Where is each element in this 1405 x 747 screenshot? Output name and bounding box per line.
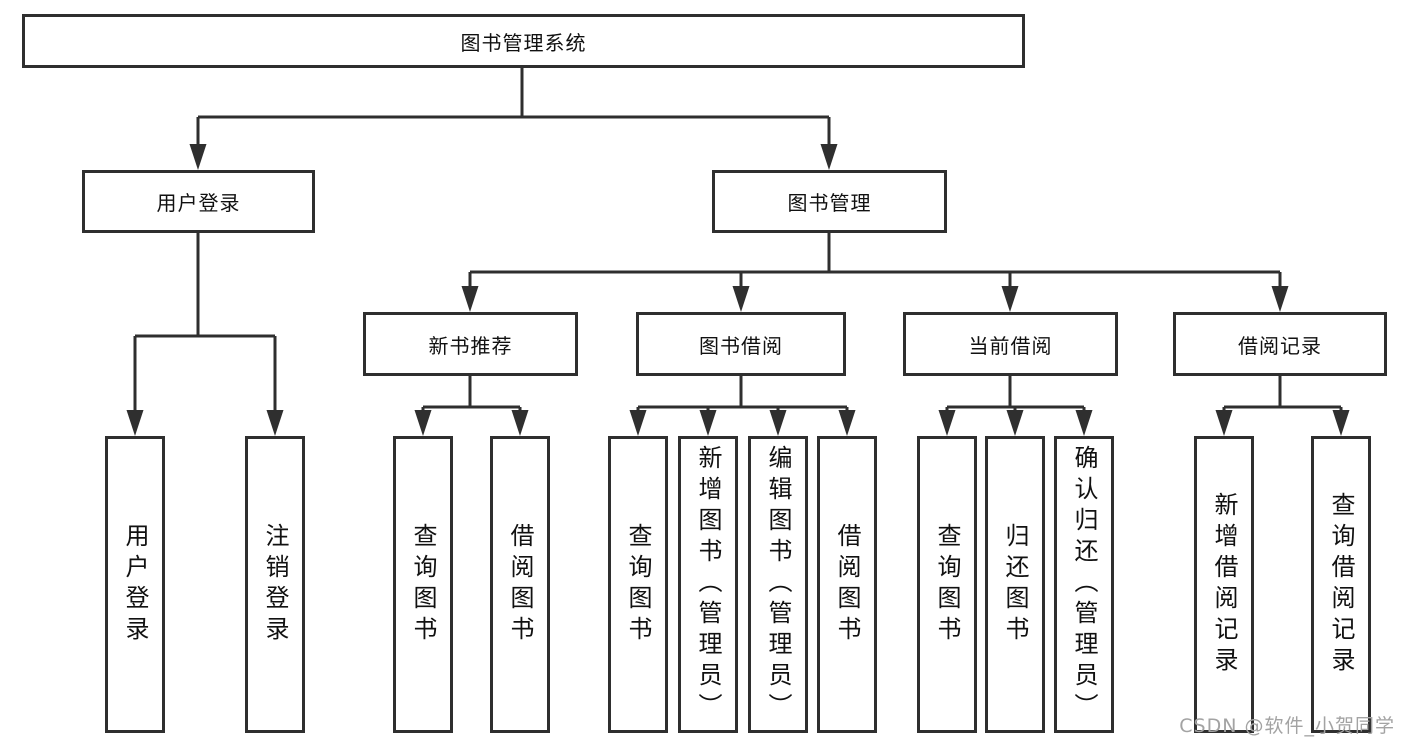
leaf-logout: 注销登录 <box>245 436 305 733</box>
leaf-return-book: 归还图书 <box>985 436 1045 733</box>
node-book-borrow-label: 图书借阅 <box>699 333 783 358</box>
leaf-query-borrow-record-label: 查询借阅记录 <box>1327 491 1355 678</box>
leaf-borrow-books-recommend-label: 借阅图书 <box>506 522 534 647</box>
node-book-borrow: 图书借阅 <box>636 312 846 376</box>
leaf-query-books-recommend-label: 查询图书 <box>409 522 437 647</box>
connector-borrow-records-to-leaves <box>1215 376 1350 436</box>
node-root-label: 图书管理系统 <box>460 30 587 55</box>
leaf-borrow-books-borrow-label: 借阅图书 <box>833 522 861 647</box>
csdn-watermark: CSDN @软件_小贺同学 <box>1179 715 1395 737</box>
leaf-query-books-current: 查询图书 <box>917 436 977 733</box>
leaf-confirm-return-admin: 确认归还（管理员） <box>1054 436 1114 733</box>
leaf-edit-book-admin: 编辑图书（管理员） <box>748 436 808 733</box>
leaf-confirm-return-admin-label: 确认归还（管理员） <box>1070 445 1098 724</box>
leaf-user-login: 用户登录 <box>105 436 165 733</box>
leaf-query-books-current-label: 查询图书 <box>933 522 961 647</box>
leaf-add-book-admin-label: 新增图书（管理员） <box>694 445 722 724</box>
leaf-add-book-admin: 新增图书（管理员） <box>678 436 738 733</box>
leaf-add-borrow-record-label: 新增借阅记录 <box>1210 491 1238 678</box>
connector-root-to-level2 <box>189 67 838 170</box>
connector-book-mgmt-to-level3 <box>461 233 1289 312</box>
connector-book-borrow-to-leaves <box>629 376 856 436</box>
leaf-borrow-books-recommend: 借阅图书 <box>490 436 550 733</box>
node-current-borrow: 当前借阅 <box>903 312 1118 376</box>
leaf-query-books-recommend: 查询图书 <box>393 436 453 733</box>
leaf-add-borrow-record: 新增借阅记录 <box>1194 436 1254 733</box>
node-new-book-rec: 新书推荐 <box>363 312 578 376</box>
leaf-user-login-label: 用户登录 <box>121 522 149 647</box>
node-book-mgmt: 图书管理 <box>712 170 947 233</box>
leaf-return-book-label: 归还图书 <box>1001 522 1029 647</box>
leaf-query-books-borrow: 查询图书 <box>608 436 668 733</box>
connector-user-login-to-leaves <box>126 233 284 436</box>
node-new-book-rec-label: 新书推荐 <box>428 333 513 358</box>
connector-current-borrow-to-leaves <box>938 376 1093 436</box>
leaf-query-books-borrow-label: 查询图书 <box>624 522 652 647</box>
node-borrow-records-label: 借阅记录 <box>1238 333 1322 358</box>
node-root: 图书管理系统 <box>22 14 1025 68</box>
leaf-query-borrow-record: 查询借阅记录 <box>1311 436 1371 733</box>
node-borrow-records: 借阅记录 <box>1173 312 1387 376</box>
leaf-borrow-books-borrow: 借阅图书 <box>817 436 877 733</box>
connector-new-book-rec-to-leaves <box>414 376 529 436</box>
leaf-edit-book-admin-label: 编辑图书（管理员） <box>764 445 792 724</box>
leaf-logout-label: 注销登录 <box>261 522 289 647</box>
node-book-mgmt-label: 图书管理 <box>787 191 872 215</box>
node-current-borrow-label: 当前借阅 <box>968 333 1053 358</box>
node-user-login: 用户登录 <box>82 170 315 233</box>
node-user-login-label: 用户登录 <box>156 191 241 215</box>
